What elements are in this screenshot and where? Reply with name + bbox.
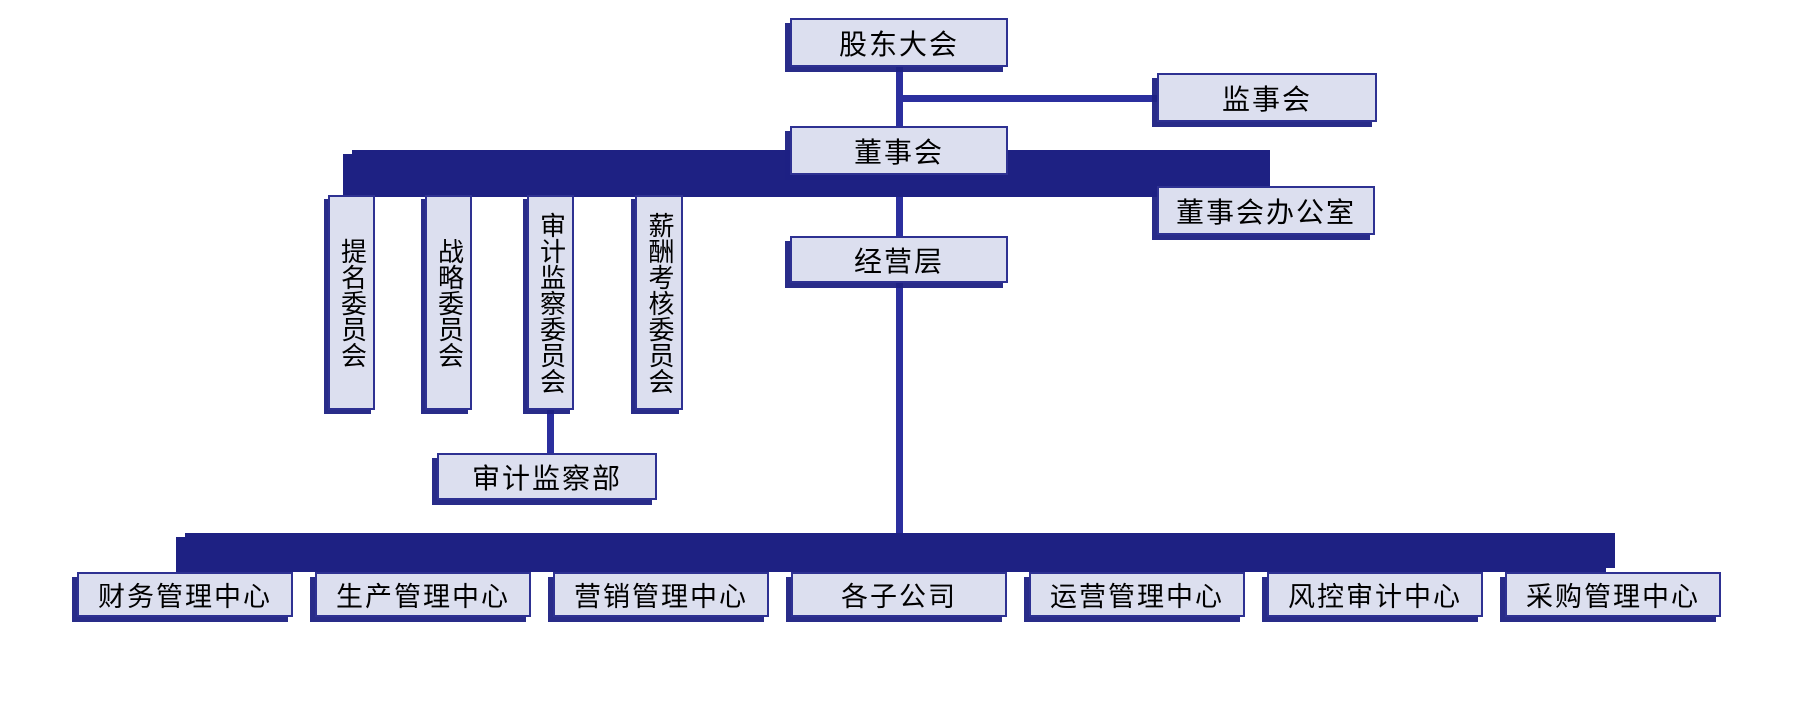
node-remuneration-appraisal-committee: 薪酬考核委员会 xyxy=(635,195,683,410)
node-subsidiaries: 各子公司 xyxy=(791,572,1007,617)
node-nomination-committee: 提名委员会 xyxy=(328,195,375,410)
node-risk-audit-center: 风控审计中心 xyxy=(1267,572,1483,617)
node-procurement-center: 采购管理中心 xyxy=(1505,572,1721,617)
node-operations-center: 运营管理中心 xyxy=(1029,572,1245,617)
node-production-center: 生产管理中心 xyxy=(315,572,531,617)
node-audit-supervision-committee: 审计监察委员会 xyxy=(527,195,574,410)
connector-management-bottom-band xyxy=(896,283,903,534)
node-shareholders-meeting: 股东大会 xyxy=(790,18,1008,67)
node-supervisory-board: 监事会 xyxy=(1157,73,1377,122)
node-board-office: 董事会办公室 xyxy=(1157,186,1375,235)
node-management-level: 经营层 xyxy=(790,236,1008,283)
connector-to-supervisory-board xyxy=(896,95,1158,102)
bottom-connector-band xyxy=(185,533,1615,568)
connector-audit-committee-audit-dept xyxy=(547,410,554,454)
node-finance-center: 财务管理中心 xyxy=(77,572,293,617)
node-board-of-directors: 董事会 xyxy=(790,126,1008,175)
node-strategy-committee: 战略委员会 xyxy=(425,195,472,410)
node-audit-supervision-dept: 审计监察部 xyxy=(437,453,657,500)
connector-board-management xyxy=(896,175,903,237)
node-marketing-center: 营销管理中心 xyxy=(553,572,769,617)
